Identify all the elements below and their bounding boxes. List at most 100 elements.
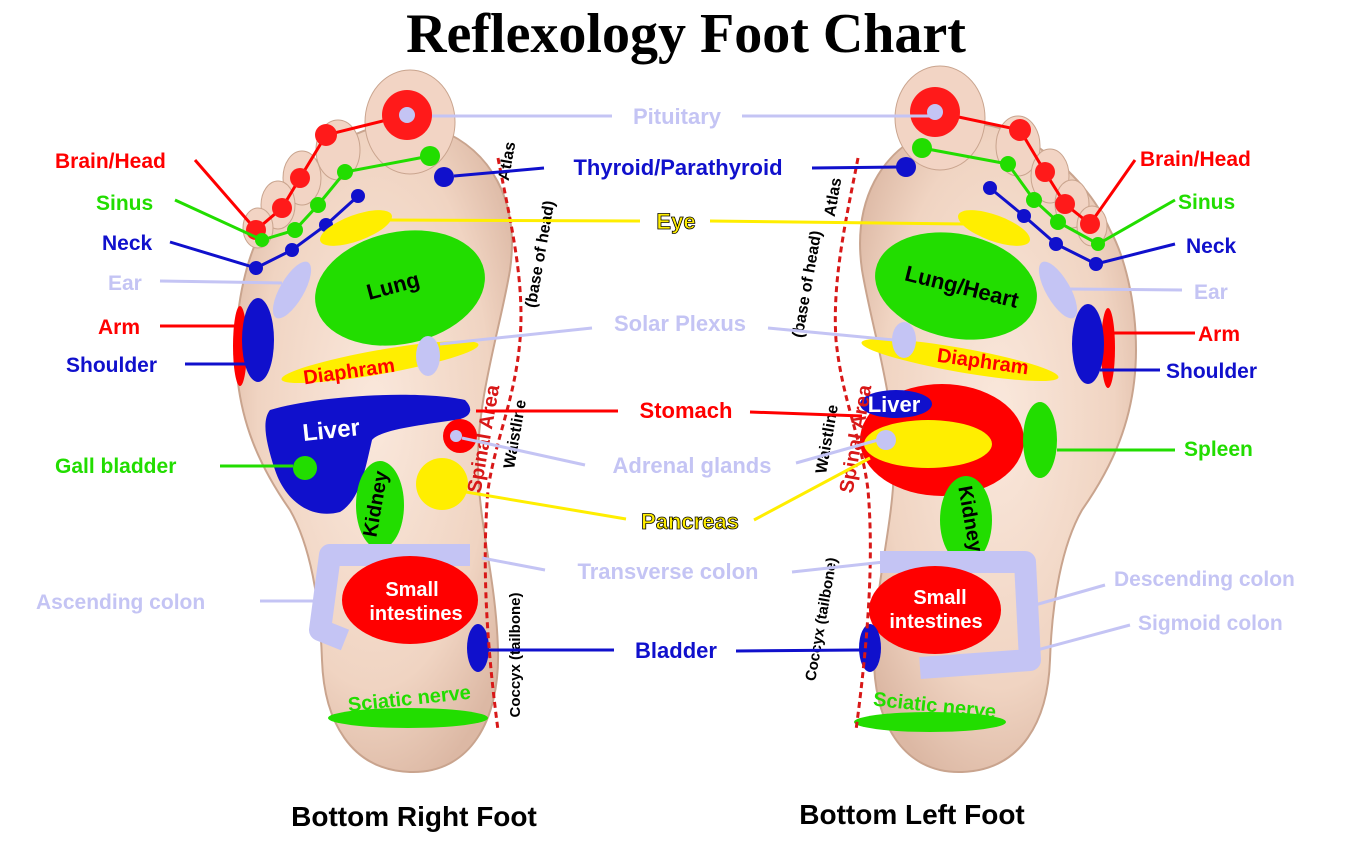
- right-shoulder-zone: [242, 298, 274, 382]
- label-transverse-colon: Transverse colon: [578, 559, 759, 584]
- label-eye: Eye: [656, 209, 695, 234]
- left-label-sigmoid-colon: Sigmoid colon: [1138, 612, 1283, 635]
- left-sinus-dot-2: [1000, 156, 1016, 172]
- right-pituitary-dot: [399, 107, 415, 123]
- right-label-ascending-colon: Ascending colon: [36, 591, 205, 614]
- right-brain-dot-2: [290, 168, 310, 188]
- left-brain-dot-4: [1080, 214, 1100, 234]
- right-label-shoulder: Shoulder: [66, 354, 157, 377]
- left-descending-colon-zone: [880, 551, 1041, 679]
- right-label-neck: Neck: [102, 232, 153, 255]
- left-foot-caption: Bottom Left Foot: [799, 799, 1025, 830]
- label-bladder: Bladder: [635, 638, 717, 663]
- center-labels: Pituitary Thyroid/Parathyroid Eye Solar …: [387, 104, 967, 663]
- left-spleen-zone: [1023, 402, 1057, 478]
- left-sinus-line: [921, 146, 1176, 246]
- right-sinus-dot-1: [420, 146, 440, 166]
- right-eye-zone: [320, 210, 392, 246]
- left-label-descending-colon: Descending colon: [1114, 568, 1295, 591]
- right-spine-waistline: Waistline: [501, 398, 530, 470]
- left-brain-dot-3: [1055, 194, 1075, 214]
- right-adrenal-dot: [450, 430, 462, 442]
- right-sinus-dot-3: [310, 197, 326, 213]
- label-solar-plexus: Solar Plexus: [614, 311, 746, 336]
- right-foot-caption: Bottom Right Foot: [291, 801, 537, 832]
- left-spine-atlas: Atlas: [822, 176, 846, 218]
- right-bladder-zone: [467, 624, 489, 672]
- thyroid-line-right: [453, 166, 545, 178]
- right-brain-dot-3: [272, 198, 292, 218]
- right-foot: Lung Diaphram Liver Kidney Small intesti…: [36, 69, 559, 832]
- left-label-shoulder: Shoulder: [1166, 360, 1257, 383]
- right-label-arm: Arm: [98, 316, 140, 339]
- left-bladder-zone: [859, 624, 881, 672]
- stomach-line-left: [749, 410, 863, 418]
- right-pancreas-zone: [416, 458, 468, 510]
- right-neck-dot-3: [285, 243, 299, 257]
- left-brain-dot-2: [1035, 162, 1055, 182]
- left-brain-dot-1: [1009, 119, 1031, 141]
- right-zone-liver: Liver: [301, 414, 361, 447]
- left-small-intestines-zone: [869, 566, 1001, 654]
- right-label-ear: Ear: [108, 272, 142, 295]
- left-descending-colon-line: [1034, 583, 1106, 607]
- label-adrenal: Adrenal glands: [613, 453, 772, 478]
- transverse-colon-line-right: [481, 556, 546, 572]
- left-label-brain: Brain/Head: [1140, 148, 1251, 171]
- left-ear-zone: [1038, 261, 1078, 319]
- right-thyroid-dot: [434, 167, 454, 187]
- chart-title: Reflexology Foot Chart: [406, 3, 966, 65]
- right-spine-atlas: Atlas: [496, 140, 520, 182]
- right-gall-bladder-zone: [293, 456, 317, 480]
- left-label-ear: Ear: [1194, 281, 1228, 304]
- right-sinus-dot-5: [255, 233, 269, 247]
- right-liver-zone: [265, 394, 471, 514]
- left-sinus-dot-4: [1050, 214, 1066, 230]
- left-zone-liver: Liver: [868, 392, 921, 417]
- eye-line-right: [387, 218, 641, 223]
- pancreas-line-right: [465, 490, 627, 521]
- right-brain-line: [193, 112, 412, 233]
- transverse-colon-line-left: [791, 560, 885, 574]
- right-sciatic-zone: [328, 708, 488, 728]
- left-spine-line: [833, 157, 872, 731]
- pancreas-line-left: [753, 456, 871, 522]
- left-neck-dot-4: [1089, 257, 1103, 271]
- left-foot: Lung/Heart Diaphram Liver Kidney Small i…: [790, 65, 1295, 830]
- right-spine-coccyx: Coccyx (tailbone): [507, 592, 524, 717]
- right-brain-dot-1: [315, 124, 337, 146]
- right-zone-small-1: Small: [385, 579, 438, 601]
- left-liver-zone: [860, 390, 932, 418]
- left-thyroid-dot: [896, 157, 916, 177]
- right-sinus-dot-4: [287, 222, 303, 238]
- left-spine-base-of-head: (base of head): [790, 229, 826, 339]
- right-solar-plexus-zone: [416, 336, 440, 376]
- bladder-line-left: [735, 648, 861, 653]
- left-label-arm: Arm: [1198, 323, 1240, 346]
- thyroid-line-left: [811, 165, 899, 170]
- eye-line-left: [709, 219, 967, 226]
- label-pancreas: Pancreas: [641, 509, 739, 534]
- left-pituitary-dot: [927, 104, 943, 120]
- left-pancreas-zone: [864, 420, 992, 468]
- right-ascending-colon-zone: [309, 544, 470, 651]
- left-neck-dot-1: [983, 181, 997, 195]
- left-lung-zone: [875, 232, 1037, 340]
- right-neck-dot-1: [351, 189, 365, 203]
- left-sinus-dot-1: [912, 138, 932, 158]
- left-kidney-zone: [940, 476, 992, 564]
- right-spine-base-of-head: (base of head): [523, 199, 559, 309]
- right-sinus-line: [174, 154, 431, 242]
- left-spine-coccyx: Coccyx (tailbone): [802, 556, 840, 682]
- left-label-spleen: Spleen: [1184, 438, 1253, 461]
- label-pituitary: Pituitary: [633, 104, 722, 129]
- left-sciatic-zone: [854, 712, 1006, 732]
- left-eye-zone: [958, 210, 1030, 246]
- left-neck-dot-3: [1049, 237, 1063, 251]
- left-label-neck: Neck: [1186, 235, 1237, 258]
- label-thyroid: Thyroid/Parathyroid: [573, 155, 782, 180]
- solar-plexus-line-right: [439, 326, 593, 346]
- left-brain-line: [934, 110, 1137, 227]
